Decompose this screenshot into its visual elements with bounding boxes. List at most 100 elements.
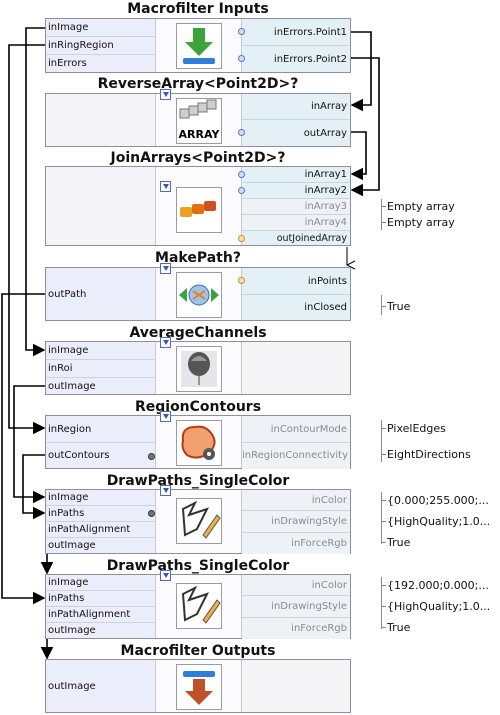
port-outimage[interactable]: outImage [48,381,96,392]
port-indrawingstyle[interactable]: inDrawingStyle [242,596,350,618]
wire-point2-to-inarray2 [350,57,380,197]
output-ports [241,342,350,394]
port-inerrors-point2[interactable]: inErrors.Point2 [273,54,347,65]
input-ports: outImage [46,660,156,712]
port-inimage[interactable]: inImage [46,575,155,591]
breakpoint-marker-icon[interactable] [160,485,171,496]
port-incontourmode[interactable]: inContourMode [242,416,350,443]
input-ports [46,167,156,245]
port-connector-icon [148,453,155,460]
port-inregionconnectivity[interactable]: inRegionConnectivity [242,443,350,469]
region-contours-title: RegionContours [134,399,262,415]
down-arrow-red-icon [176,664,222,710]
input-ports: inImage inPaths inPathAlignment outImage [46,490,156,553]
port-inforcergb[interactable]: inForceRgb [242,618,350,639]
join-arrays-node[interactable]: inArray1 inArray2 inArray3 inArray4 outJ… [45,166,351,246]
port-inpathalignment[interactable]: inPathAlignment [46,522,155,538]
port-outimage[interactable]: outImage [48,681,96,692]
reverse-array-node[interactable]: ARRAY inArray outArray [45,89,351,147]
draw-paths-1-title: DrawPaths_SingleColor [106,473,290,489]
port-outimage[interactable]: outImage [48,625,96,636]
value-inforcergb[interactable]: True [387,536,411,549]
port-inpaths[interactable]: inPaths [46,506,155,522]
make-path-node[interactable]: outPath inPoints inClosed [45,263,351,321]
port-incolor[interactable]: inColor [242,490,350,511]
value-inclosed[interactable]: True [387,300,411,313]
port-inpoints[interactable]: inPoints [242,268,350,295]
input-ports: inImage inRoi outImage [46,342,156,394]
value-inregionconnectivity[interactable]: EightDirections [387,448,471,461]
port-indrawingstyle[interactable]: inDrawingStyle [242,511,350,533]
value-incolor[interactable]: {0.000;255.000;... [387,494,489,507]
breakpoint-marker-icon[interactable] [160,263,171,274]
port-connector-icon [238,235,245,242]
value-incontourmode[interactable]: PixelEdges [387,422,446,435]
region-contours-node[interactable]: inRegion outContours inContourMode inReg… [45,411,351,469]
input-ports: outPath [46,268,156,320]
output-ports: inPoints inClosed [238,268,350,320]
output-ports: inArray outArray [238,94,350,146]
macrofilter-inputs-node[interactable]: inImage inRingRegion inErrors inErrors.P… [45,18,351,73]
port-incolor[interactable]: inColor [242,575,350,596]
port-inpathalignment[interactable]: inPathAlignment [46,607,155,623]
draw-paths-2-title: DrawPaths_SingleColor [106,558,290,574]
array-icon-label: ARRAY [178,128,220,141]
breakpoint-marker-icon[interactable] [160,89,171,100]
value-inarray4[interactable]: Empty array [387,216,455,229]
reverse-array-title: ReverseArray<Point2D>? [97,76,299,92]
wire-outcontours-to-dp1-inpaths [22,454,46,520]
macrofilter-outputs-node[interactable]: outImage [45,659,351,713]
port-connector-icon [238,187,245,194]
breakpoint-marker-icon[interactable] [160,181,171,192]
value-inarray3[interactable]: Empty array [387,200,455,213]
port-outcontours[interactable]: outContours [48,450,110,461]
port-inringregion[interactable]: inRingRegion [46,37,155,55]
port-outimage[interactable]: outImage [48,540,96,551]
port-inarray[interactable]: inArray [242,94,350,120]
port-inpaths[interactable]: inPaths [46,591,155,607]
value-incolor[interactable]: {192.000;0.000;... [387,579,489,592]
port-inregion[interactable]: inRegion [46,416,155,443]
draw-paths-2-node[interactable]: inImage inPaths inPathAlignment outImage… [45,570,351,639]
make-path-title: MakePath? [155,250,241,266]
average-channels-node[interactable]: inImage inRoi outImage [45,337,351,395]
port-connector-icon [238,171,245,178]
port-inimage[interactable]: inImage [46,490,155,506]
value-indrawingstyle[interactable]: {HighQuality;1.0... [387,515,491,528]
port-connector-icon [148,510,155,517]
port-inerrors-point1[interactable]: inErrors.Point1 [242,19,350,46]
port-inarray1[interactable]: inArray1 [242,167,350,183]
region-gear-icon [176,420,222,466]
value-indrawingstyle[interactable]: {HighQuality;1.0... [387,600,491,613]
breakpoint-marker-icon[interactable] [160,411,171,422]
port-inarray2[interactable]: inArray2 [242,183,350,199]
port-inarray4[interactable]: inArray4 [242,215,350,231]
port-inroi[interactable]: inRoi [46,360,155,378]
port-outjoinedarray[interactable]: outJoinedArray [276,233,347,244]
port-inimage[interactable]: inImage [46,19,155,37]
breakpoint-marker-icon[interactable] [160,337,171,348]
output-ports: inArray1 inArray2 inArray3 inArray4 outJ… [238,167,350,245]
array-icon: ARRAY [176,98,222,144]
input-ports: inImage inPaths inPathAlignment outImage [46,575,156,638]
port-connector-icon [238,55,245,62]
port-inarray3[interactable]: inArray3 [242,199,350,215]
pencil-path-icon [176,498,222,544]
port-inimage[interactable]: inImage [46,342,155,360]
wire-outpath-to-dp2-inpaths [1,293,46,605]
port-inclosed[interactable]: inClosed [304,302,347,313]
port-outpath[interactable]: outPath [48,289,87,300]
port-inerrors[interactable]: inErrors [48,58,87,69]
wire-outarray-to-inarray1 [350,131,367,181]
output-ports: inColor inDrawingStyle inForceRgb [241,490,350,554]
join-blocks-icon [176,187,222,233]
output-ports: inErrors.Point1 inErrors.Point2 [238,19,350,72]
draw-paths-1-node[interactable]: inImage inPaths inPathAlignment outImage… [45,485,351,554]
wire-inimage-to-averagechannels [25,27,46,357]
breakpoint-marker-icon[interactable] [160,570,171,581]
port-outarray[interactable]: outArray [303,128,347,139]
value-inforcergb[interactable]: True [387,621,411,634]
port-inforcergb[interactable]: inForceRgb [242,533,350,554]
wire-point1-to-inarray [350,31,372,112]
